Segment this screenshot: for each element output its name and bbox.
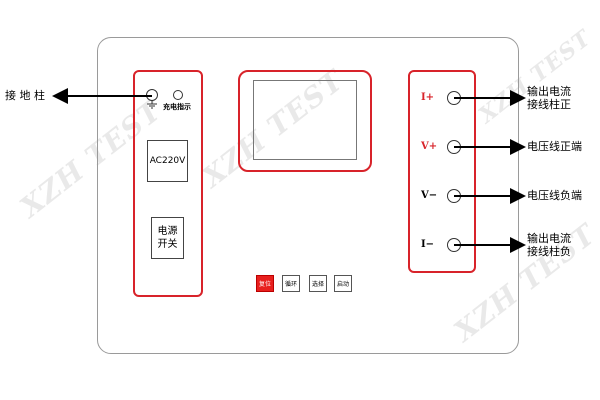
reset-key[interactable]: 复位	[256, 275, 274, 292]
left-control-section	[133, 70, 203, 297]
select-key[interactable]: 选择	[309, 275, 327, 292]
charge-indicator-lamp-icon	[173, 90, 183, 100]
callout-ground-post: 接 地 柱	[5, 89, 45, 102]
terminal-section	[408, 70, 476, 273]
display-screen	[253, 80, 357, 160]
start-key[interactable]: 启动	[334, 275, 352, 292]
callout-v-plus: 电压线正端	[527, 140, 582, 153]
callout-v-minus: 电压线负端	[527, 189, 582, 202]
terminal-label-v-minus: V−	[421, 190, 438, 201]
charge-indicator-label: 充电指示	[163, 103, 191, 111]
ac-power-inlet: AC220V	[147, 140, 188, 182]
power-switch[interactable]: 电源 开关	[151, 217, 184, 259]
display-frame	[238, 70, 372, 172]
cycle-key[interactable]: 循环	[282, 275, 300, 292]
terminal-label-i-minus: I−	[421, 239, 435, 250]
callout-i-plus: 输出电流 接线柱正	[527, 85, 571, 111]
callout-i-minus: 输出电流 接线柱负	[527, 232, 571, 258]
terminal-label-i-plus: I+	[421, 92, 435, 103]
terminal-label-v-plus: V+	[421, 141, 438, 152]
